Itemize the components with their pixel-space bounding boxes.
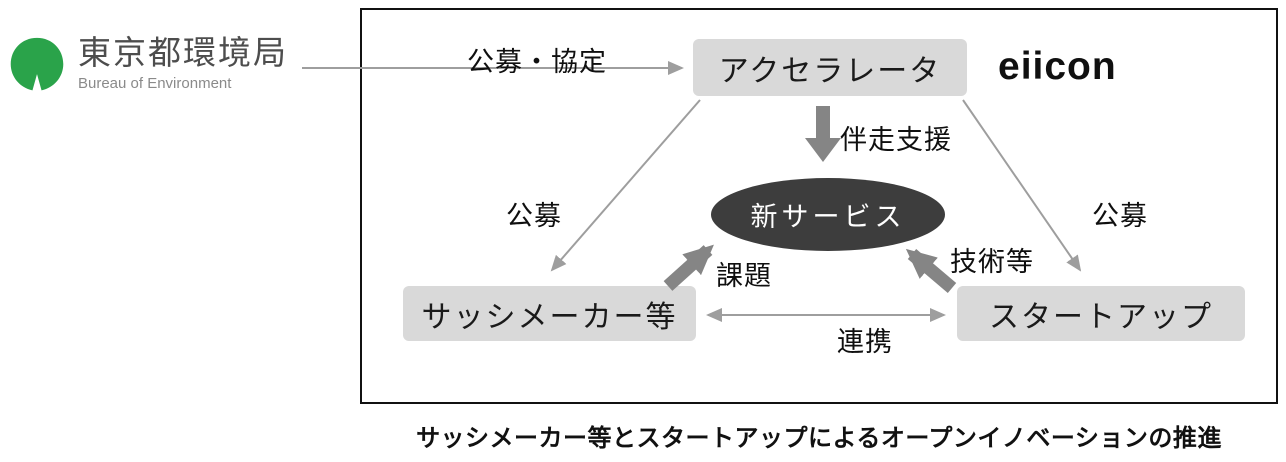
caption: サッシメーカー等とスタートアップによるオープンイノベーションの推進: [416, 425, 1222, 452]
label-bansou-shien: 伴走支援: [840, 125, 952, 156]
sash-maker-box: サッシメーカー等: [403, 286, 696, 341]
sash-maker-label: サッシメーカー等: [421, 299, 678, 335]
accelerator-label: アクセラレータ: [718, 53, 942, 89]
startup-label: スタートアップ: [989, 299, 1213, 335]
label-koubo-left: 公募: [506, 201, 562, 232]
label-renkei: 連携: [837, 327, 893, 358]
logo-text: 東京都環境局 Bureau of Environment: [78, 34, 288, 94]
ginkgo-leaf-icon: [10, 37, 64, 91]
logo-subtitle: Bureau of Environment: [78, 75, 232, 92]
label-koubo-kyoutei: 公募・協定: [467, 47, 607, 78]
label-kadai: 課題: [716, 261, 772, 292]
tokyo-logo: 東京都環境局 Bureau of Environment: [8, 34, 288, 96]
new-service-ellipse: 新サービス: [711, 178, 945, 251]
accelerator-box: アクセラレータ: [693, 39, 967, 96]
label-koubo-right: 公募: [1092, 201, 1148, 232]
label-gijutsu-tou: 技術等: [950, 247, 1034, 278]
new-service-label: 新サービス: [750, 202, 906, 233]
logo-title: 東京都環境局: [78, 34, 288, 71]
eiicon-logo: eiicon: [998, 45, 1117, 88]
startup-box: スタートアップ: [957, 286, 1245, 341]
